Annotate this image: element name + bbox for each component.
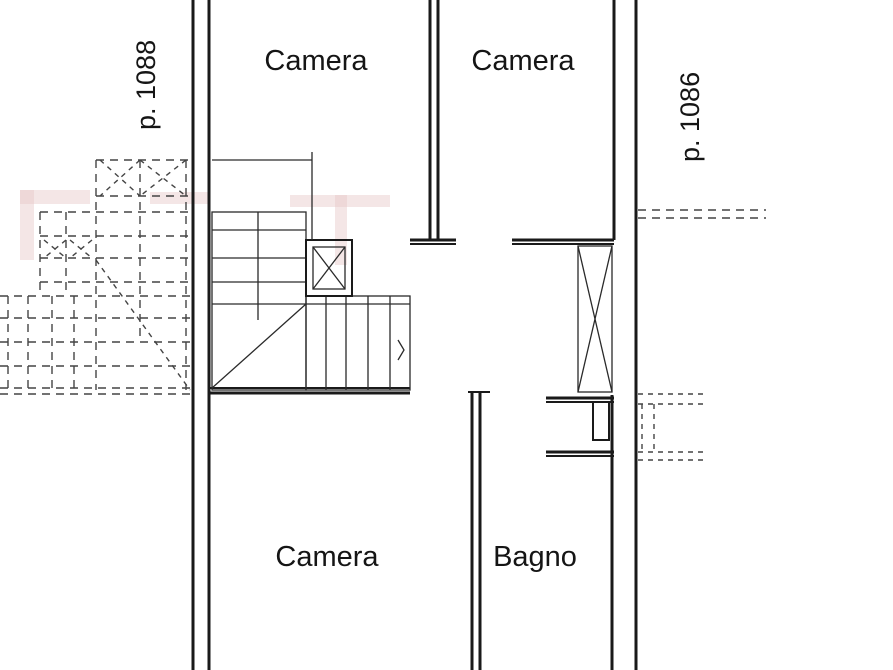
staircase: [211, 152, 411, 391]
room-label-camera-bottom: Camera: [275, 541, 379, 573]
room-label-bagno: Bagno: [493, 541, 577, 573]
room-label-camera-top-left: Camera: [264, 45, 368, 77]
parcel-label-right: p. 1086: [675, 72, 705, 162]
neighbour-dashed-left: [0, 159, 191, 395]
watermark: [20, 190, 390, 265]
shaft-right: [577, 245, 613, 393]
parcel-label-left: p. 1088: [131, 40, 161, 130]
room-label-camera-top-right: Camera: [471, 45, 575, 77]
neighbour-dashed-right: [638, 209, 766, 461]
walls: [191, 0, 638, 670]
